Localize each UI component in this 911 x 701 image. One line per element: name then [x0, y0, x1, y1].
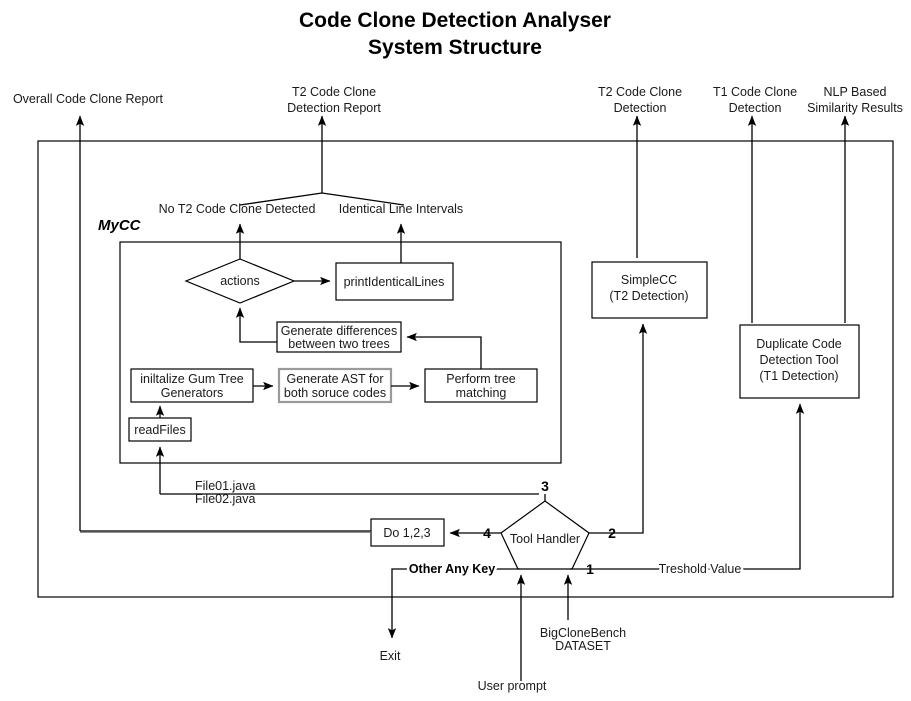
edge-label-other-any-key: Other Any Key: [409, 562, 495, 576]
node-duplicate-code-tool-line-1: Duplicate Code: [756, 337, 842, 351]
page-title-line-1: Code Clone Detection Analyser: [299, 9, 611, 32]
node-tool-handler[interactable]: [500, 500, 590, 570]
node-generate-ast-line-1: Generate AST for: [286, 372, 383, 386]
output-label-t1-detection-line-1: T1 Code Clone: [713, 85, 797, 99]
node-tool-handler-label: Tool Handler: [510, 532, 580, 546]
node-init-gumtree-line-1: iniltalize Gum Tree: [140, 372, 244, 386]
node-perform-tree-matching-line-2: matching: [456, 386, 507, 400]
mycc-group-title: MyCC: [98, 217, 142, 234]
branch-label-no-t2-clone: No T2 Code Clone Detected: [159, 202, 316, 216]
node-generate-differences-line-2: between two trees: [288, 337, 389, 351]
edge-number-3: 3: [541, 478, 549, 494]
node-duplicate-code-tool[interactable]: [739, 324, 860, 399]
node-duplicate-code-tool-line-2: Detection Tool: [760, 353, 839, 367]
edge-2-toolhandler-to-simplecc: [589, 323, 648, 534]
node-read-files-label: readFiles: [134, 423, 185, 437]
output-label-nlp-results-line-1: NLP Based: [823, 85, 886, 99]
edge-other-any-key-to-exit: [387, 568, 520, 639]
output-label-t2-detection-line-1: T2 Code Clone: [598, 85, 682, 99]
mycc-group-box: [119, 241, 562, 464]
edge-differences-to-actions: [235, 307, 277, 343]
edge-label-file02: File02.java: [195, 492, 255, 506]
output-label-exit: Exit: [380, 649, 401, 663]
node-print-identical-lines-label: printIdenticalLines: [344, 275, 445, 289]
output-label-t1-detection-line-2: Detection: [729, 101, 782, 115]
output-label-t2-report-line-2: Detection Report: [287, 101, 381, 115]
node-generate-ast-line-2: both soruce codes: [284, 386, 386, 400]
system-boundary-frame: [37, 140, 894, 598]
node-init-gumtree-line-2: Generators: [161, 386, 224, 400]
branch-label-identical-intervals: Identical Line Intervals: [339, 202, 463, 216]
edge-label-file01: File01.java: [195, 479, 255, 493]
node-generate-differences-line-1: Generate differences: [281, 324, 398, 338]
node-do-123-label: Do 1,2,3: [383, 526, 430, 540]
output-label-nlp-results-line-2: Similarity Results: [807, 101, 903, 115]
output-label-t2-detection-line-2: Detection: [614, 101, 667, 115]
node-simplecc[interactable]: [591, 261, 708, 319]
output-label-t2-report-line-1: T2 Code Clone: [292, 85, 376, 99]
node-actions-decision[interactable]: [184, 258, 296, 304]
edge-number-4: 4: [483, 525, 491, 541]
node-generate-differences[interactable]: [276, 321, 402, 353]
edge-number-2: 2: [608, 525, 616, 541]
node-simplecc-line-2: (T2 Detection): [609, 289, 688, 303]
node-generate-ast[interactable]: [277, 367, 393, 404]
edge-t2-report-branch-fan: [239, 192, 405, 206]
output-label-overall-report: Overall Code Clone Report: [13, 92, 164, 106]
edge-1-threshold-to-duplicate-tool: [570, 403, 805, 570]
edge-label-threshold-value: Treshold Value: [659, 562, 742, 576]
node-duplicate-code-tool-line-3: (T1 Detection): [759, 369, 838, 383]
node-perform-tree-matching-line-1: Perform tree: [446, 372, 516, 386]
node-print-identical-lines[interactable]: [335, 262, 454, 301]
node-simplecc-line-1: SimpleCC: [621, 273, 677, 287]
input-label-dataset-line-1: BigCloneBench: [540, 626, 626, 640]
node-init-gumtree[interactable]: [130, 368, 254, 403]
node-actions-label: actions: [220, 274, 260, 288]
input-label-user-prompt: User prompt: [478, 679, 547, 693]
node-do-123[interactable]: [370, 518, 445, 547]
edge-matching-to-differences: [406, 332, 482, 369]
edge-number-1: 1: [586, 561, 594, 577]
page-title-line-2: System Structure: [368, 36, 542, 59]
input-label-dataset-line-2: DATASET: [555, 639, 611, 653]
